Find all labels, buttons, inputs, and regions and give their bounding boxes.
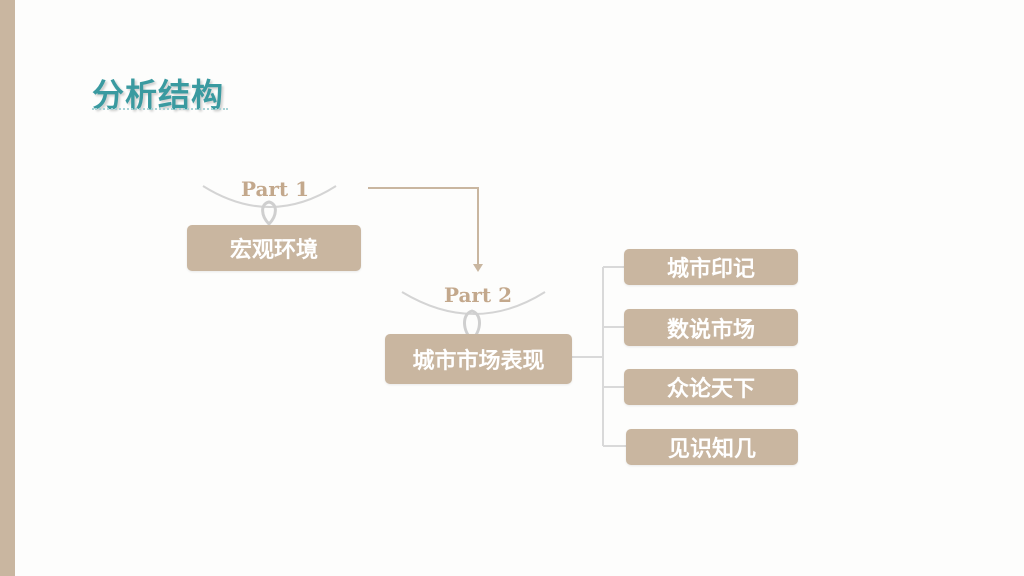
title-underline [92,108,228,110]
part2-label: Part 2 [443,283,513,307]
tree-connector [572,266,626,447]
part2-arc [401,291,546,315]
part2-box: 城市市场表现 [385,334,572,384]
sub-item-2: 数说市场 [624,309,798,346]
flow-arrow-line [368,187,479,266]
sub-item-1: 城市印记 [624,249,798,285]
left-accent-bar [0,0,15,576]
part1-label: Part 1 [240,177,310,201]
sub-item-4: 见识知几 [626,429,798,465]
part1-arc [202,185,337,208]
part1-box: 宏观环境 [187,225,361,271]
part2-drop-icon [463,309,481,343]
part1-drop-icon [261,200,277,227]
sub-item-3: 众论天下 [624,369,798,405]
page-title: 分析结构 [92,76,225,114]
flow-arrow-head [473,264,483,272]
